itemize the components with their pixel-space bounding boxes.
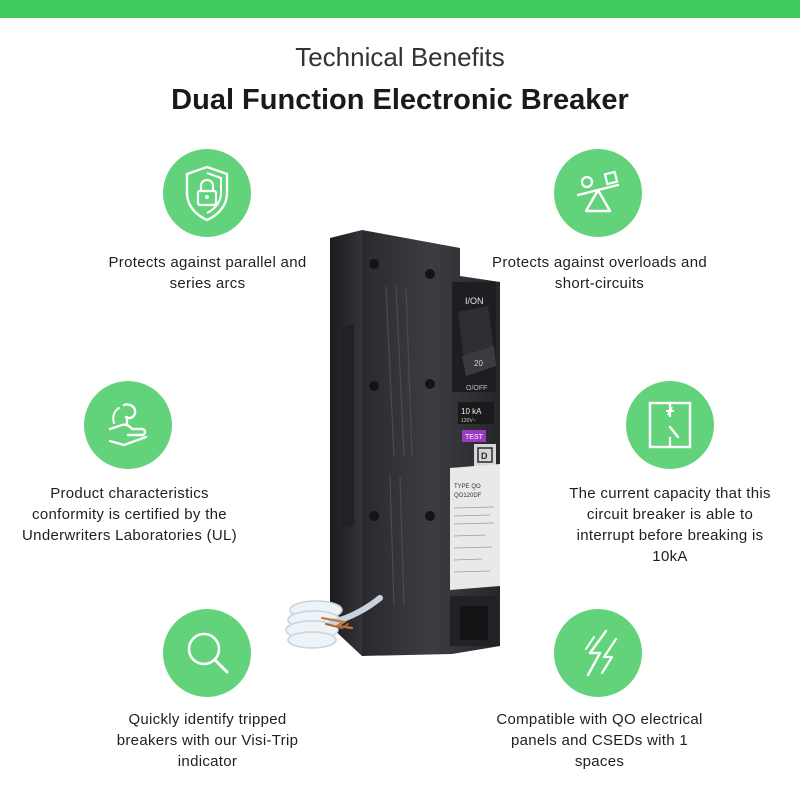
voltage-label: 120V~ [461, 418, 476, 424]
svg-text:D: D [481, 451, 488, 461]
handle-on-label: I/ON [465, 296, 484, 306]
benefit-ul-certified: Product characteristics conformity is ce… [22, 485, 237, 544]
model-label: QO120DF [454, 493, 482, 499]
lightning-panel-icon [554, 609, 642, 697]
benefit-visi-trip: Quickly identify tripped breakers with o… [116, 711, 299, 770]
circuit-breaker-image: I/ON 20 O/OFF 10 kA 120V~ TEST D TYPE QO… [282, 226, 530, 666]
handle-rating-label: 20 [474, 359, 483, 368]
test-button-label: TEST [465, 434, 484, 441]
page-title: Dual Function Electronic Breaker [171, 84, 629, 116]
overload-scale-icon [554, 149, 642, 237]
shield-lock-icon [163, 149, 251, 237]
certified-hand-icon [84, 381, 172, 469]
page-subtitle: Technical Benefits [295, 42, 505, 72]
benefit-arc-protection: Protects against parallel and series arc… [108, 254, 307, 292]
type-label: TYPE QO [454, 484, 481, 490]
top-accent-bar [0, 0, 800, 18]
benefit-interrupt-capacity: The current capacity that this circuit b… [569, 485, 771, 565]
benefit-qo-compatible: Compatible with QO electrical panels and… [496, 711, 703, 770]
magnifier-icon [163, 609, 251, 697]
rating-label: 10 kA [461, 407, 482, 416]
benefit-overload-protection: Protects against overloads and short-cir… [492, 254, 707, 292]
circuit-switch-icon [626, 381, 714, 469]
handle-off-label: O/OFF [466, 385, 487, 392]
